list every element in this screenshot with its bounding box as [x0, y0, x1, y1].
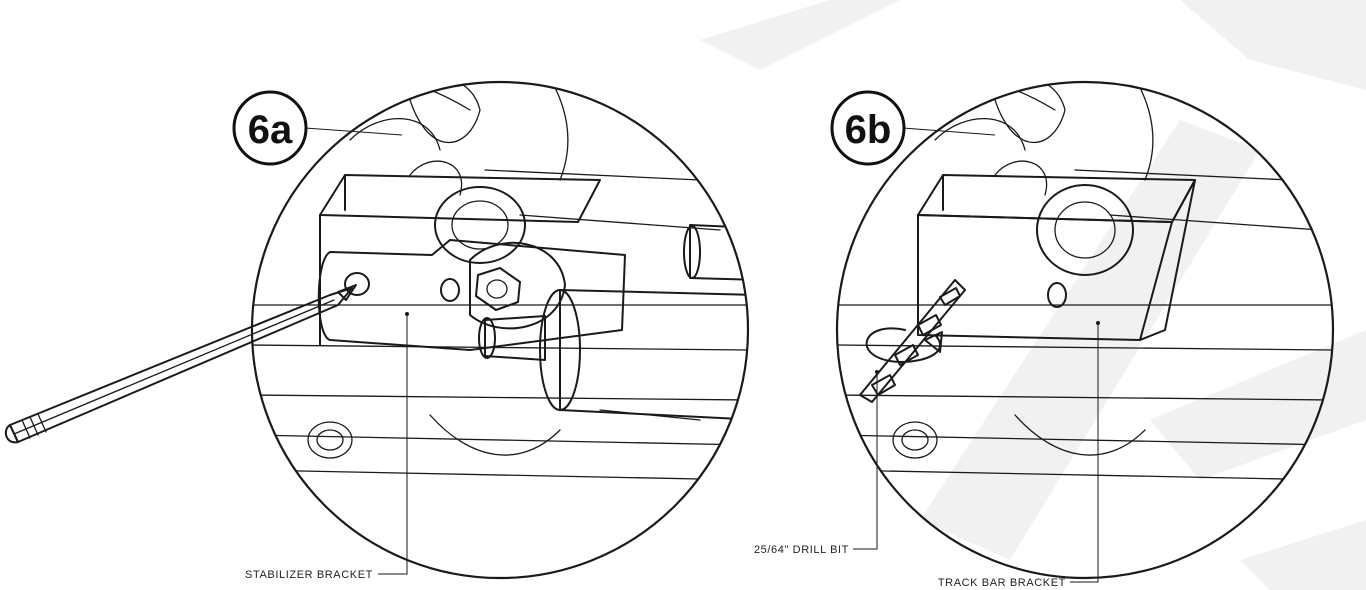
- panel-6b: 6b 25/64" DRILL BIT TRACK BAR BRACKET: [754, 80, 1335, 589]
- detail-circle-6a: [252, 82, 748, 481]
- callout-label: 25/64" DRILL BIT: [754, 544, 849, 556]
- panel-6a: 6a STABILIZER BRACKET: [4, 80, 750, 581]
- callout-track-bar-bracket: TRACK BAR BRACKET: [938, 321, 1100, 589]
- callout-drill-bit: 25/64" DRILL BIT: [754, 370, 879, 556]
- step-badge-label: 6b: [845, 108, 892, 152]
- step-badge-6a: 6a: [232, 90, 403, 166]
- pencil-illustration: [4, 284, 357, 444]
- step-badge-label: 6a: [248, 108, 293, 152]
- callout-label: STABILIZER BRACKET: [245, 569, 373, 581]
- callout-label: TRACK BAR BRACKET: [938, 577, 1066, 589]
- callout-stabilizer-bracket: STABILIZER BRACKET: [245, 312, 409, 581]
- step-badge-6b: 6b: [830, 90, 996, 166]
- detail-circle-outline-6b: [835, 80, 1335, 580]
- detail-circle-outline-6a: [250, 80, 750, 580]
